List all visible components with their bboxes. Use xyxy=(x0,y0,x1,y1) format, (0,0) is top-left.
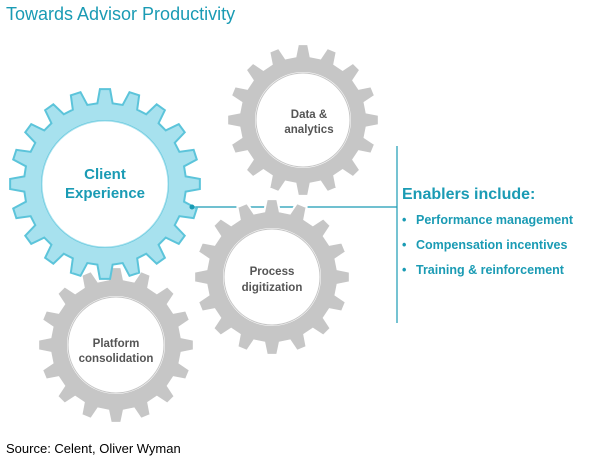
enabler-label: Training & reinforcement xyxy=(416,263,564,277)
gear-label-line1: Platform xyxy=(93,338,140,350)
gear-label-line1: Process xyxy=(250,266,295,278)
page-title: Towards Advisor Productivity xyxy=(6,4,236,24)
gear-process-digitization: Process digitization xyxy=(193,198,351,356)
bullet-icon: • xyxy=(402,238,407,252)
enablers-list: • Performance management • Compensation in… xyxy=(402,212,573,287)
enabler-label: Compensation incentives xyxy=(416,238,568,252)
gear-client-experience: Client Experience xyxy=(9,88,201,280)
enablers-heading: Enablers include: xyxy=(402,186,536,203)
gear-hub xyxy=(255,72,351,168)
gear-label-line1: Client xyxy=(84,166,126,183)
enablers-panel: Enablers include: • Performance managemen… xyxy=(402,186,573,287)
connector-dot xyxy=(189,204,195,210)
gear-hub xyxy=(67,296,165,394)
list-item: • Compensation incentives xyxy=(402,237,573,262)
gear-platform-consolidation: Platform consolidation xyxy=(37,266,195,424)
gear-label-line2: digitization xyxy=(242,282,303,294)
gear-data-analytics: Data & analytics xyxy=(226,43,380,197)
enabler-label: Performance management xyxy=(416,213,574,227)
gear-label-line1: Data & xyxy=(291,109,327,121)
bullet-icon: • xyxy=(402,213,407,227)
gear-label-line2: analytics xyxy=(284,124,333,136)
gear-label-line2: consolidation xyxy=(79,353,154,365)
bullet-icon: • xyxy=(402,263,407,277)
source-note: Source: Celent, Oliver Wyman xyxy=(6,441,181,456)
list-item: • Performance management xyxy=(402,212,573,237)
gear-hub xyxy=(223,228,321,326)
list-item: • Training & reinforcement xyxy=(402,262,573,287)
gear-label-line2: Experience xyxy=(65,185,145,202)
gear-hub xyxy=(41,120,169,248)
